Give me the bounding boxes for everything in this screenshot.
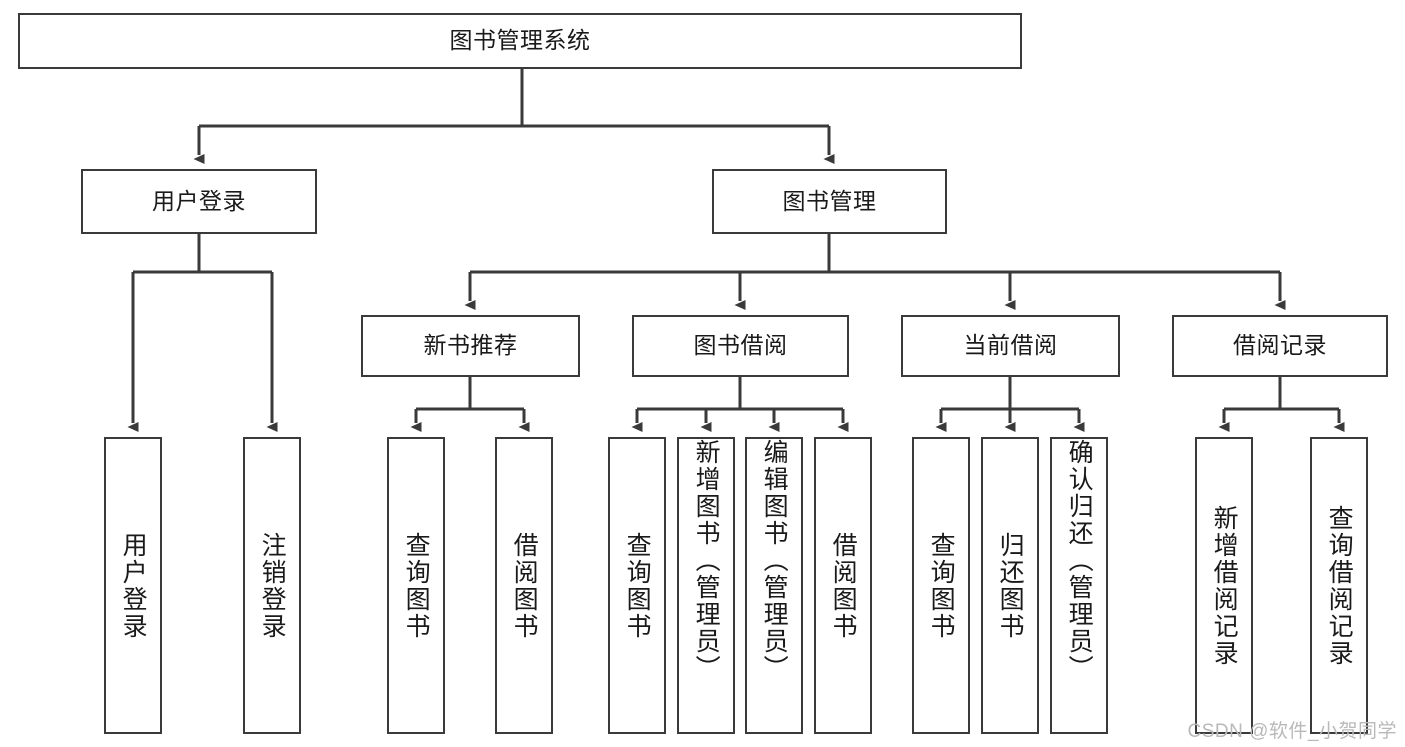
node-leaf-user-login[interactable]: 用户登录: [104, 437, 162, 734]
node-leaf-borrow-book-1-label: 借阅图书: [510, 531, 539, 640]
node-leaf-user-login-label: 用户登录: [119, 531, 148, 640]
node-leaf-add-book-admin[interactable]: 新增图书（管理员）: [677, 437, 735, 734]
node-book-borrow-label: 图书借阅: [693, 332, 788, 359]
node-leaf-edit-book-admin-label: 编辑图书（管理员）: [760, 439, 789, 682]
node-leaf-add-borrow-record-label: 新增借阅记录: [1210, 504, 1239, 667]
node-root[interactable]: 图书管理系统: [18, 13, 1022, 69]
node-leaf-query-borrow-record[interactable]: 查询借阅记录: [1310, 437, 1368, 734]
node-book-management-label: 图书管理: [782, 187, 877, 214]
node-borrow-record[interactable]: 借阅记录: [1172, 315, 1388, 377]
node-leaf-confirm-return-admin[interactable]: 确认归还（管理员）: [1050, 437, 1108, 734]
node-leaf-borrow-book-1[interactable]: 借阅图书: [495, 437, 553, 734]
node-book-management[interactable]: 图书管理: [712, 169, 947, 234]
node-leaf-query-book-2[interactable]: 查询图书: [608, 437, 666, 734]
csdn-watermark: CSDN @软件_小贺同学: [1187, 721, 1397, 742]
node-leaf-query-book-1-label: 查询图书: [402, 531, 431, 640]
node-new-book-recommend-label: 新书推荐: [423, 332, 518, 359]
node-leaf-query-borrow-record-label: 查询借阅记录: [1325, 504, 1354, 667]
node-new-book-recommend[interactable]: 新书推荐: [361, 315, 580, 377]
node-leaf-query-book-3-label: 查询图书: [927, 531, 956, 640]
node-book-borrow[interactable]: 图书借阅: [632, 315, 849, 377]
node-leaf-borrow-book-2[interactable]: 借阅图书: [814, 437, 872, 734]
node-leaf-add-book-admin-label: 新增图书（管理员）: [692, 439, 721, 682]
node-borrow-record-label: 借阅记录: [1233, 332, 1327, 359]
node-leaf-query-book-3[interactable]: 查询图书: [912, 437, 970, 734]
node-user-login-label: 用户登录: [152, 187, 246, 214]
node-leaf-borrow-book-2-label: 借阅图书: [829, 531, 858, 640]
node-leaf-confirm-return-admin-label: 确认归还（管理员）: [1065, 439, 1094, 682]
node-leaf-add-borrow-record[interactable]: 新增借阅记录: [1195, 437, 1253, 734]
node-leaf-logout-login[interactable]: 注销登录: [243, 437, 301, 734]
node-leaf-logout-login-label: 注销登录: [258, 531, 287, 640]
node-current-borrow[interactable]: 当前借阅: [901, 315, 1120, 377]
node-leaf-return-book-label: 归还图书: [996, 531, 1025, 640]
node-current-borrow-label: 当前借阅: [963, 332, 1058, 359]
node-leaf-query-book-1[interactable]: 查询图书: [387, 437, 445, 734]
node-leaf-edit-book-admin[interactable]: 编辑图书（管理员）: [745, 437, 803, 734]
node-root-label: 图书管理系统: [449, 27, 591, 54]
node-leaf-return-book[interactable]: 归还图书: [981, 437, 1039, 734]
node-user-login[interactable]: 用户登录: [81, 169, 317, 234]
node-leaf-query-book-2-label: 查询图书: [623, 531, 652, 640]
